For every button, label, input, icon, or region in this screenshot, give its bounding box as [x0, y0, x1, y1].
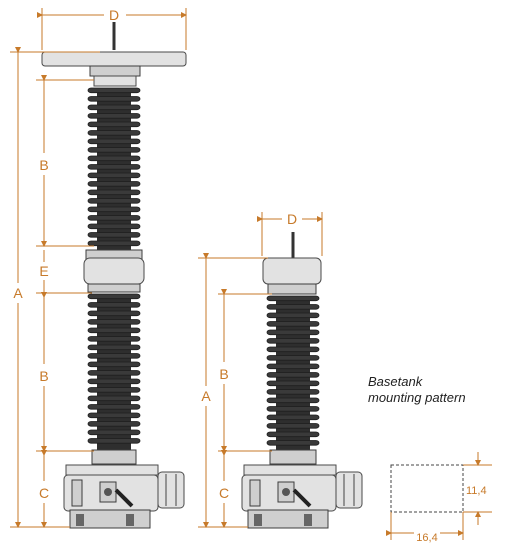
large-label-e: E: [39, 263, 48, 279]
large-label-b-upper: B: [39, 157, 48, 173]
large-label-b-lower: B: [39, 368, 48, 384]
mounting-rectangle: [390, 464, 464, 513]
large-dimensions: [10, 8, 187, 528]
small-dimensions: [198, 212, 323, 528]
mounting-height-label: 11,4: [466, 485, 487, 497]
large-lower-insulator: [87, 293, 141, 450]
mounting-pattern: [386, 452, 492, 540]
small-label-a: A: [201, 388, 211, 404]
large-bushing: [41, 22, 187, 529]
large-base-tank: [63, 464, 185, 529]
small-label-c: C: [219, 485, 229, 501]
mounting-width-label: 16,4: [416, 532, 437, 544]
large-label-d: D: [109, 7, 119, 23]
large-top-plate: [41, 51, 187, 67]
small-bushing: [241, 232, 363, 529]
large-label-a: A: [13, 285, 23, 301]
small-label-b: B: [219, 366, 228, 382]
large-middle-flange: [83, 257, 145, 285]
small-insulator: [266, 295, 320, 450]
small-top-cap: [262, 257, 322, 285]
mounting-caption-line2: mounting pattern: [368, 390, 466, 405]
small-base-tank: [241, 464, 363, 529]
mounting-caption-line1: Basetank: [368, 374, 424, 389]
large-upper-insulator: [87, 87, 141, 250]
small-label-d: D: [287, 211, 297, 227]
large-label-c: C: [39, 485, 49, 501]
